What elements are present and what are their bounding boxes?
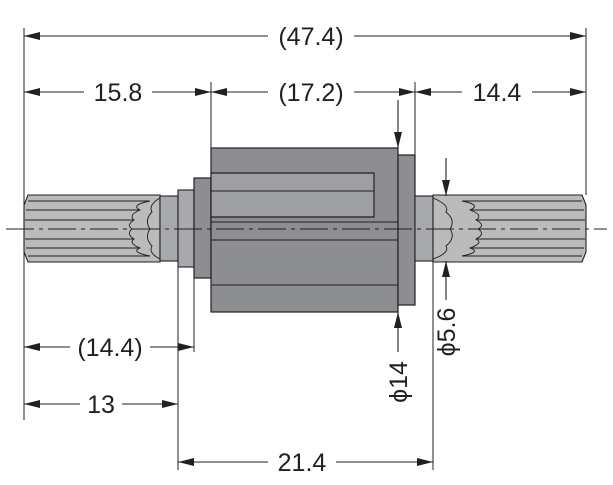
left-collar xyxy=(177,189,195,268)
neck-diameter-label: ϕ5.6 xyxy=(433,308,461,357)
left-neck xyxy=(159,195,179,262)
body-diameter-label: ϕ14 xyxy=(385,361,413,403)
left-spline-shaft xyxy=(23,194,161,263)
dim-collar-span: 21.4 xyxy=(178,449,433,477)
right-spline-length-label: 14.4 xyxy=(473,79,522,107)
dim-left-spline: 15.8 xyxy=(24,79,211,107)
body-slot xyxy=(210,172,375,218)
dim-neck-diameter: ϕ5.6 xyxy=(433,158,461,356)
left-spline-length-label: 15.8 xyxy=(94,79,143,107)
right-spline-shaft xyxy=(432,194,587,263)
right-flange xyxy=(397,154,416,306)
dim-body-length: (17.2) xyxy=(211,79,415,107)
dim-right-spline: 14.4 xyxy=(415,79,586,107)
collar-span-label: 21.4 xyxy=(278,449,327,477)
dim-body-diameter: ϕ14 xyxy=(385,100,413,403)
left-flange xyxy=(193,177,212,279)
dim-left-offset: 13 xyxy=(24,391,178,419)
left-spline-reference-label: (14.4) xyxy=(77,334,142,362)
part-shaft-assembly xyxy=(6,147,607,313)
dim-left-spline-reference: (14.4) xyxy=(24,334,194,362)
body-length-label: (17.2) xyxy=(278,79,343,107)
overall-length-label: (47.4) xyxy=(278,23,343,51)
right-neck xyxy=(414,195,434,262)
extension-lines xyxy=(23,28,587,470)
left-offset-label: 13 xyxy=(87,391,115,419)
dim-overall-length: (47.4) xyxy=(24,23,586,51)
